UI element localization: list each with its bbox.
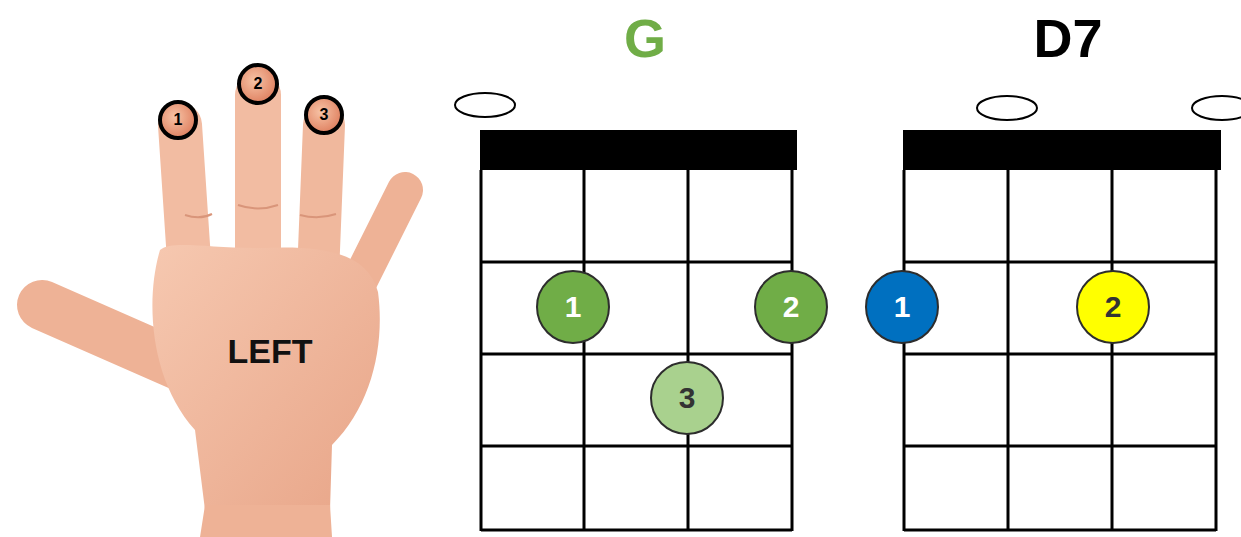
nut-bar <box>903 130 1221 170</box>
g-chord-grid <box>455 93 797 531</box>
finger-number: 3 <box>304 95 344 135</box>
finger-number: 3 <box>679 383 696 413</box>
open-string-mark <box>977 96 1037 120</box>
finger-dot: 1 <box>536 270 610 344</box>
fret-grid <box>904 170 1216 531</box>
finger-number: 1 <box>894 292 911 322</box>
finger-dot: 1 <box>865 270 939 344</box>
nut-bar <box>480 130 797 170</box>
middle-finger <box>235 95 281 265</box>
finger-number: 1 <box>565 292 582 322</box>
finger-number: 1 <box>174 112 183 128</box>
fret-grid <box>481 170 792 531</box>
finger-number: 1 <box>158 100 198 140</box>
finger-dot: 3 <box>650 361 724 435</box>
wrist <box>200 505 332 537</box>
finger-dot: 2 <box>1076 270 1150 344</box>
palm <box>152 245 379 510</box>
finger-number: 3 <box>320 107 329 123</box>
label-holder: LEFT <box>200 332 340 371</box>
open-string-mark <box>1192 96 1241 120</box>
finger-dot: 2 <box>754 270 828 344</box>
finger-number: 2 <box>1105 292 1122 322</box>
open-string-mark <box>455 93 515 117</box>
knuckle-creases <box>185 205 336 217</box>
chord-name: G <box>455 8 835 68</box>
finger-number: 2 <box>237 63 279 105</box>
chord-name: D7 <box>875 8 1241 68</box>
finger-number: 2 <box>783 292 800 322</box>
chord-diagram: D7 1 2 <box>855 0 1241 537</box>
d7-chord-grid <box>903 96 1241 531</box>
hand-illustration <box>42 95 405 537</box>
chord-diagram: G 1 2 3 <box>455 0 835 537</box>
finger-number: 2 <box>254 76 263 92</box>
hand-label: LEFT <box>200 332 340 371</box>
